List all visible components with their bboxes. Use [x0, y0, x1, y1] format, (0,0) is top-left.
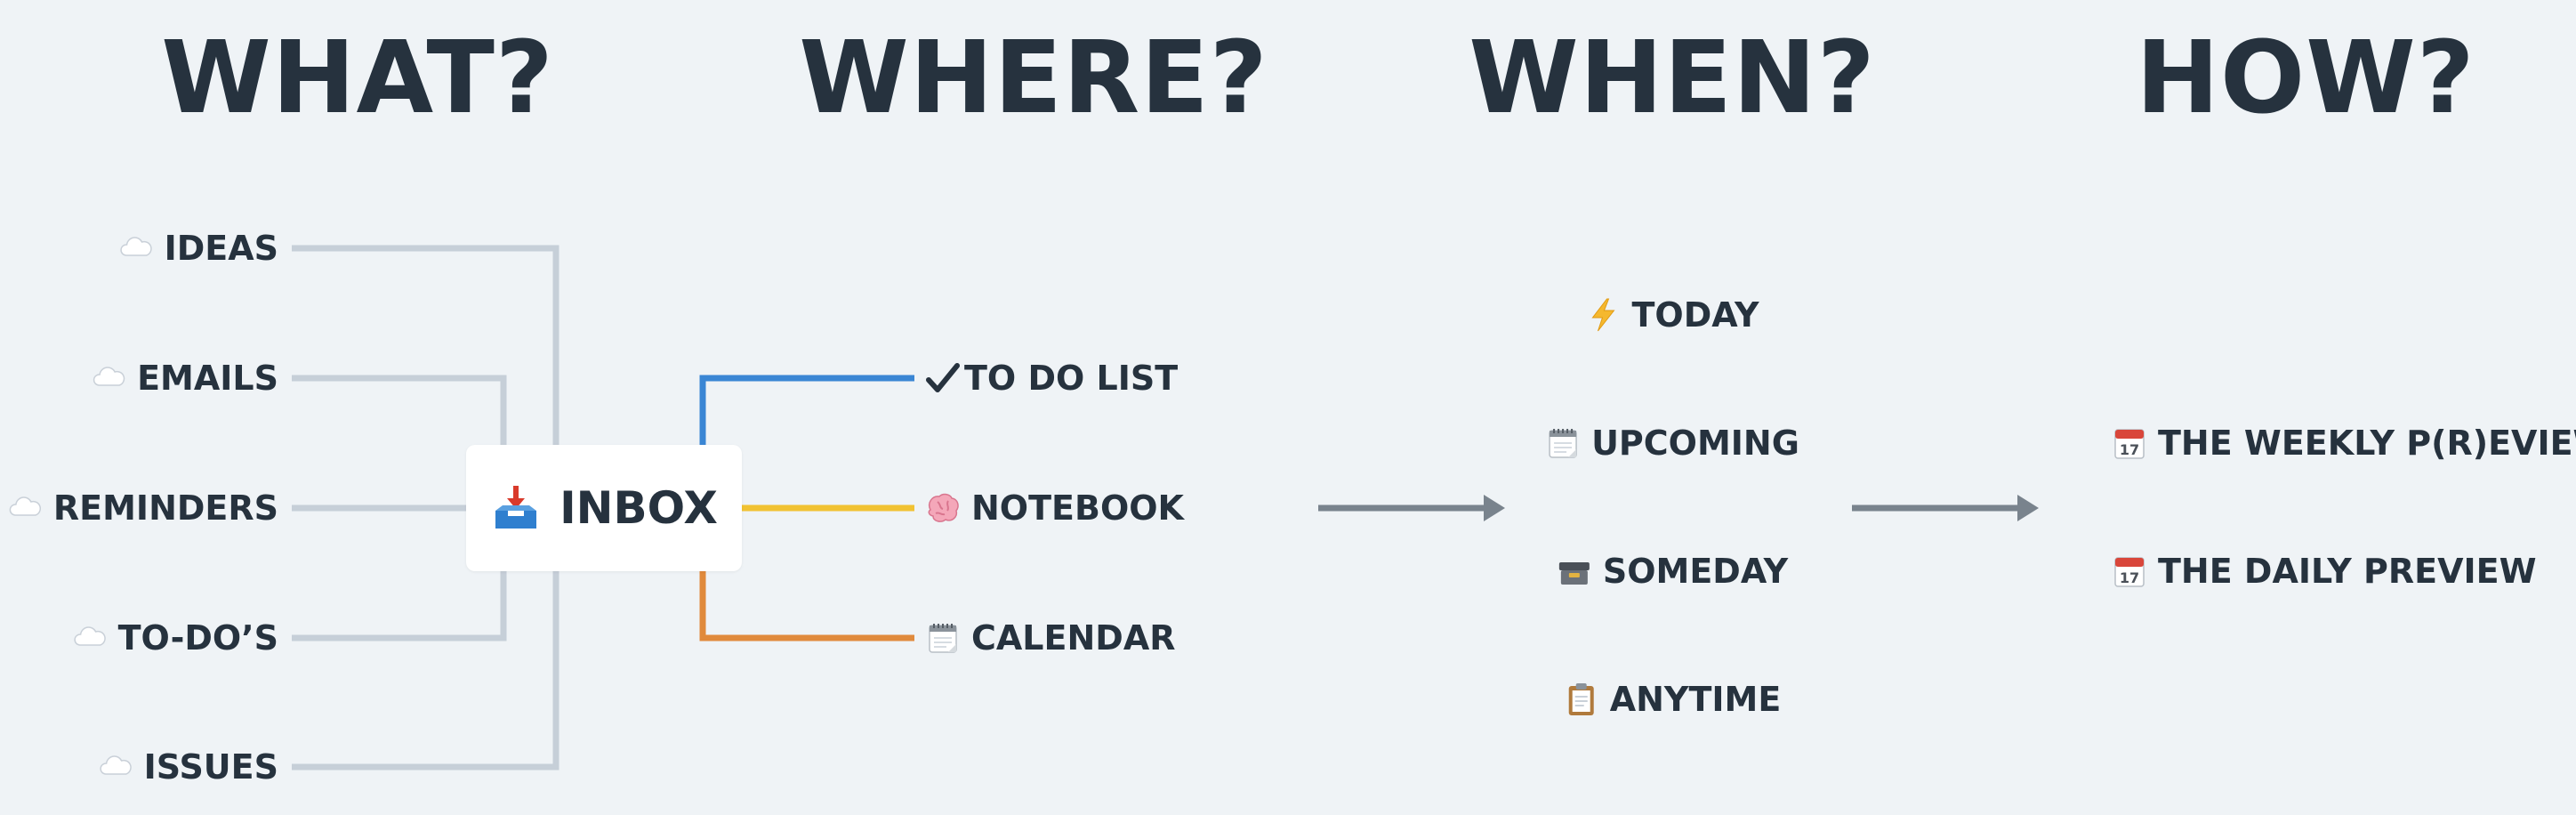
connector-ideas — [292, 245, 559, 445]
heading-how: HOW? — [2136, 20, 2475, 136]
spiral-calendar-icon — [925, 620, 961, 656]
when-label: UPCOMING — [1591, 424, 1799, 463]
heading-what: WHAT? — [161, 20, 554, 136]
source-item-emails: EMAILS — [91, 358, 278, 399]
connector-todos — [292, 571, 507, 642]
checkmark-icon — [925, 360, 961, 396]
source-label: EMAILS — [137, 359, 278, 398]
destination-item-to-do-list: TO DO LIST — [925, 358, 1178, 399]
cloud-icon — [72, 620, 108, 656]
when-item-today: TODAY — [1585, 295, 1759, 335]
archive-box-icon — [1557, 553, 1592, 589]
calendar-17-icon: 17 — [2112, 425, 2147, 461]
inbox-tray-icon — [490, 482, 542, 534]
svg-text:17: 17 — [2120, 569, 2139, 586]
how-item-daily-preview: 17 THE DAILY PREVIEW — [2112, 551, 2537, 592]
brain-icon — [925, 490, 961, 526]
inbox-label: INBOX — [559, 482, 718, 534]
cloud-icon — [98, 749, 133, 785]
source-label: IDEAS — [164, 229, 278, 268]
destination-item-calendar: CALENDAR — [925, 617, 1175, 658]
when-label: ANYTIME — [1609, 680, 1782, 719]
destination-label: CALENDAR — [971, 618, 1176, 658]
cloud-icon — [118, 230, 154, 266]
connector-emails — [292, 375, 507, 445]
destination-label: NOTEBOOK — [971, 488, 1185, 528]
lightning-icon — [1585, 297, 1621, 333]
arrow-where-to-when — [1318, 495, 1505, 521]
source-label: TO-DO’S — [117, 618, 278, 658]
when-item-upcoming: UPCOMING — [1545, 423, 1799, 464]
heading-when: WHEN? — [1469, 20, 1876, 136]
source-item-ideas: IDEAS — [118, 228, 278, 269]
source-label: ISSUES — [143, 747, 278, 787]
connector-issues — [292, 571, 559, 771]
when-label: TODAY — [1631, 295, 1759, 335]
source-item-issues: ISSUES — [98, 746, 278, 787]
how-item-weekly-preview: 17 THE WEEKLY P(R)EVIEW — [2112, 423, 2576, 464]
svg-text:17: 17 — [2120, 441, 2139, 458]
how-label: THE WEEKLY P(R)EVIEW — [2158, 424, 2576, 463]
connector-calendar — [699, 571, 914, 642]
heading-where: WHERE? — [799, 20, 1268, 136]
when-label: SOMEDAY — [1602, 552, 1789, 591]
calendar-17-icon: 17 — [2112, 553, 2147, 589]
cloud-icon — [91, 360, 126, 396]
when-item-someday: SOMEDAY — [1557, 551, 1788, 592]
destination-item-notebook: NOTEBOOK — [925, 488, 1184, 529]
source-item-reminders: REMINDERS — [7, 488, 278, 529]
how-label: THE DAILY PREVIEW — [2158, 552, 2537, 591]
when-item-anytime: ANYTIME — [1564, 679, 1782, 720]
destination-label: TO DO LIST — [964, 359, 1179, 398]
cloud-icon — [7, 490, 43, 526]
inbox-node: INBOX — [466, 445, 742, 571]
connector-to-do-list — [699, 375, 914, 445]
clipboard-icon — [1564, 682, 1599, 717]
source-label: REMINDERS — [52, 488, 278, 528]
source-item-todos: TO-DO’S — [72, 617, 278, 658]
arrow-when-to-how — [1852, 495, 2039, 521]
spiral-calendar-icon — [1545, 425, 1581, 461]
